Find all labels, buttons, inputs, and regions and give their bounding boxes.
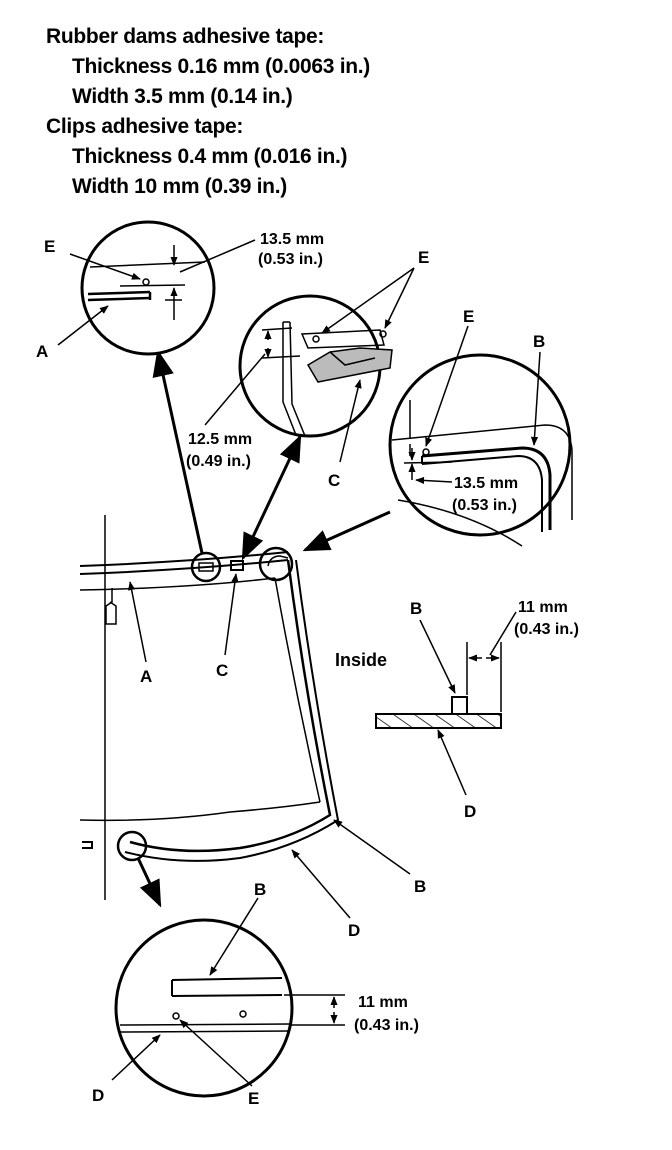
label-d-bottom: D: [92, 1086, 104, 1105]
label-b-main: B: [414, 877, 426, 896]
label-e-corner: E: [463, 307, 474, 326]
detail-corner-hole-e: [422, 448, 430, 456]
glass-bottom: [79, 801, 321, 822]
rubber-dams-heading: Rubber dams adhesive tape:: [46, 25, 325, 48]
tape-a-main: [198, 562, 214, 572]
label-inside: Inside: [335, 650, 387, 670]
label-d-inside: D: [464, 802, 476, 821]
clips-width: Width 10 mm (0.39 in.): [72, 175, 287, 198]
label-d-main: D: [348, 921, 360, 940]
detail-clip: E 12.5 mm (0.49 in.) C: [186, 248, 429, 490]
glass-top: [79, 577, 276, 591]
rubber-dams-thickness: Thickness 0.16 mm (0.0063 in.): [72, 55, 370, 78]
bottom-hole-e-1: [172, 1012, 180, 1020]
dim-135-mm-a: 13.5 mm: [260, 231, 324, 248]
detail-circle-a: [190, 551, 222, 583]
bottom-hole-e-2: [239, 1010, 247, 1018]
main-labels: A C B D: [128, 573, 426, 940]
arrow-to-detail-a: [152, 349, 204, 554]
inside-section: Inside B 11 mm (0.43 in.) D: [335, 599, 579, 821]
label-e-clip: E: [418, 248, 429, 267]
panel-d-section: [375, 713, 502, 729]
label-a-detail: A: [36, 342, 48, 361]
label-a-main: A: [140, 667, 152, 686]
label-b-corner: B: [533, 332, 545, 351]
detail-arrows: [136, 349, 391, 908]
rubber-dam-b: [129, 559, 332, 853]
arrow-to-bottom-detail: [136, 857, 162, 908]
dim-11-in-inside: (0.43 in.): [514, 621, 579, 638]
label-e-a: E: [44, 237, 55, 256]
label-c-detail: C: [328, 471, 340, 490]
dim-135-in-a: (0.53 in.): [258, 251, 323, 268]
spec-block: Rubber dams adhesive tape: Thickness 0.1…: [46, 22, 370, 202]
dim-11-in-bottom: (0.43 in.): [354, 1017, 419, 1034]
detail-bottom-circle: [114, 918, 294, 1098]
arrow-clip-detail: [241, 434, 302, 561]
mirror-mount: [105, 588, 117, 625]
detail-corner-circle: [388, 353, 572, 537]
arrow-to-corner: [302, 510, 391, 552]
label-e-bottom: E: [248, 1089, 259, 1108]
clip-c-main: [230, 560, 244, 571]
clips-thickness: Thickness 0.4 mm (0.016 in.): [72, 145, 348, 168]
detail-a-hole-e: [142, 278, 150, 286]
dim-125-in: (0.49 in.): [186, 453, 251, 470]
frame-d: [124, 559, 340, 862]
dim-11-mm-bottom: 11 mm: [358, 994, 408, 1011]
rubber-dams-width: Width 3.5 mm (0.14 in.): [72, 85, 293, 108]
detail-a: E 13.5 mm (0.53 in.) A: [36, 220, 324, 361]
dam-b-section: [451, 696, 468, 715]
windshield-body: [79, 515, 340, 900]
detail-corner: E B 13.5 mm (0.53 in.): [388, 307, 573, 547]
label-c-main: C: [216, 661, 228, 680]
detail-circle-bottom: [116, 830, 148, 862]
dim-125-mm: 12.5 mm: [188, 431, 252, 448]
label-b-inside: B: [410, 599, 422, 618]
dim-135-in-corner: (0.53 in.): [452, 497, 517, 514]
dim-11-mm-inside: 11 mm: [518, 599, 568, 616]
detail-a-circle: [80, 220, 216, 356]
label-b-bottom: B: [254, 880, 266, 899]
bottom-left-tab: [82, 841, 93, 849]
dim-135-mm-corner: 13.5 mm: [454, 475, 518, 492]
clips-heading: Clips adhesive tape:: [46, 115, 244, 138]
detail-bottom: B 11 mm (0.43 in.) D E: [92, 880, 419, 1108]
glass-side: [274, 577, 321, 803]
top-edge-inner: [79, 559, 289, 575]
